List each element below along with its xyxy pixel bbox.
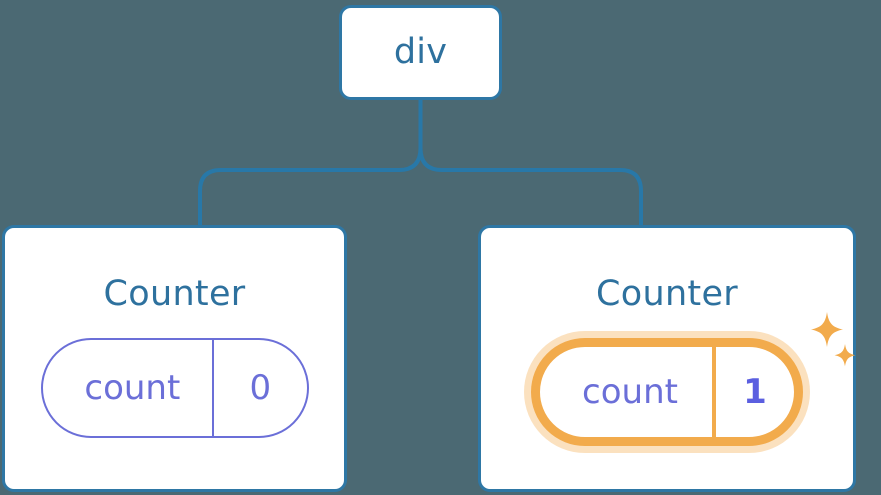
counter-left-state-value: 0 [249, 368, 272, 408]
counter-left-pill-divider [212, 340, 215, 436]
counter-right-pill-divider [712, 347, 716, 437]
node-div-label: div [393, 32, 448, 72]
node-counter-left[interactable]: Counter count 0 [2, 225, 347, 492]
counter-right-state-key: count [582, 372, 678, 412]
counter-left-state-pill[interactable]: count 0 [40, 338, 309, 438]
counter-left-title: Counter [103, 274, 246, 314]
counter-right-state-value: 1 [743, 372, 767, 412]
counter-left-state-key: count [84, 368, 181, 408]
node-counter-right[interactable]: Counter count 1 [478, 225, 856, 492]
sparkle-small-icon [834, 344, 856, 367]
connector-right-branch [418, 100, 643, 225]
counter-right-state-pill[interactable]: count 1 [531, 338, 803, 446]
node-div[interactable]: div [339, 5, 502, 100]
sparkle-large-icon [811, 312, 843, 347]
sparkle-group [811, 312, 856, 367]
counter-right-state-wrap: count 1 [531, 312, 856, 446]
connector-left-branch [198, 147, 423, 225]
counter-right-title: Counter [596, 274, 738, 314]
counter-left-state-wrap: count 0 [40, 338, 309, 438]
